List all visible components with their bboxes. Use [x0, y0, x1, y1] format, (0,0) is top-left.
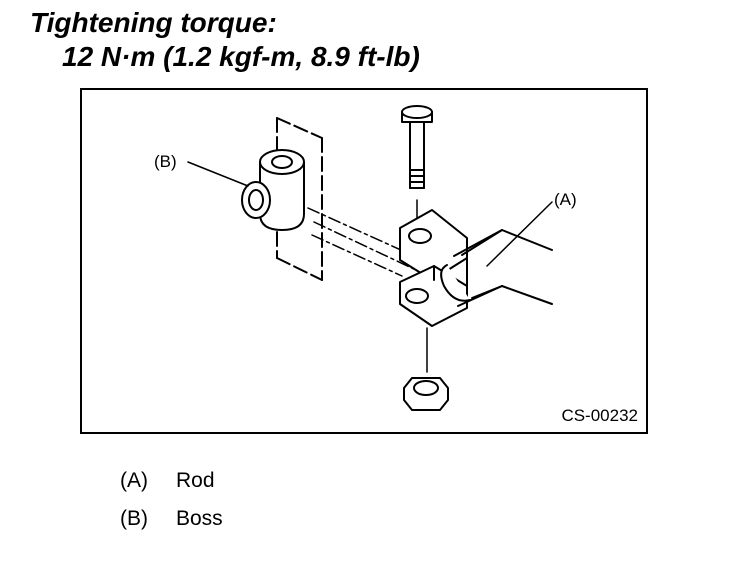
figure-code: CS-00232 [561, 406, 638, 425]
boss-part [241, 149, 305, 231]
legend-item: (B) Boss [120, 500, 223, 538]
alignment-lines [307, 207, 417, 277]
nut-part [403, 377, 449, 411]
legend: (A) Rod (B) Boss [120, 462, 223, 538]
legend-key: (B) [120, 507, 148, 530]
rod-part [440, 229, 553, 307]
leader-a [486, 201, 553, 267]
rod-clamp [399, 209, 468, 327]
callout-b: (B) [154, 152, 177, 171]
torque-heading: Tightening torque: 12 N·m (1.2 kgf-m, 8.… [30, 6, 420, 74]
heading-title: Tightening torque: [30, 7, 277, 38]
legend-item: (A) Rod [120, 462, 223, 500]
diagram-drawing [187, 105, 553, 411]
legend-label: Rod [176, 469, 215, 492]
leader-b [187, 161, 249, 187]
legend-label: Boss [176, 507, 223, 530]
bolt-part [401, 105, 433, 225]
assembly-diagram: (B) (A) CS-00232 [80, 88, 648, 434]
callout-a: (A) [554, 190, 577, 209]
legend-key: (A) [120, 469, 148, 492]
heading-torque-value: 12 N·m (1.2 kgf-m, 8.9 ft-lb) [62, 41, 420, 72]
